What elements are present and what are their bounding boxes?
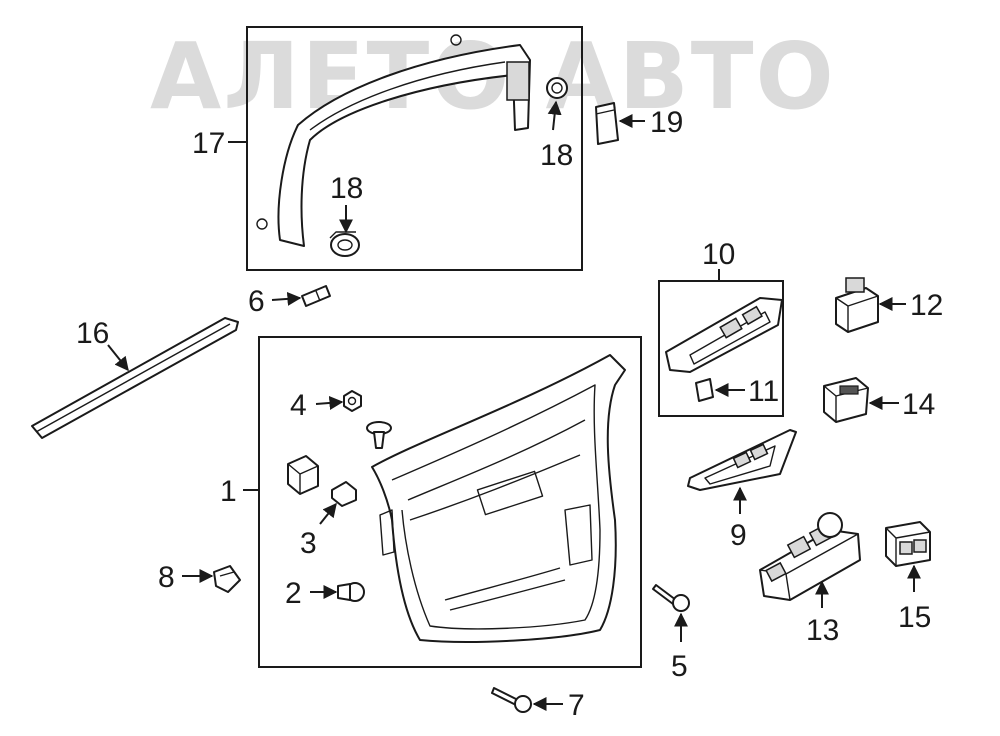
callout-18-top: 18	[540, 139, 573, 172]
callout-3: 3	[300, 527, 317, 560]
callout-18-bottom: 18	[330, 172, 363, 205]
callout-1: 1	[220, 475, 237, 508]
part-17-upper-trim	[256, 34, 531, 247]
callout-19: 19	[650, 106, 683, 139]
callout-7: 7	[568, 689, 585, 722]
callouts: 17 18 18 19 6 16 1 4 3 2 8 5 7 10 11 9 1…	[76, 106, 943, 722]
part-19-clip	[595, 102, 619, 145]
leader-lines	[107, 100, 921, 711]
callout-12: 12	[910, 289, 943, 322]
part-8-clip	[213, 565, 241, 593]
part-7-screw	[491, 687, 532, 713]
part-16-weatherstrip	[31, 317, 239, 439]
frame-upper-trim	[246, 26, 583, 271]
callout-15: 15	[898, 601, 931, 634]
part-3-clip	[331, 481, 357, 507]
callout-17: 17	[192, 127, 225, 160]
part-10-switch-bezel	[665, 297, 783, 373]
part-12-switch	[835, 277, 879, 333]
part-1-door-trim-panel	[371, 354, 626, 643]
part-18-clip-b	[329, 231, 360, 257]
part-11-clip	[695, 378, 714, 402]
part-13-window-switch	[759, 512, 861, 601]
callout-6: 6	[248, 285, 265, 318]
part-2-fastener	[337, 582, 365, 602]
callout-10: 10	[702, 238, 735, 271]
part-14-switch	[823, 377, 869, 423]
part-6-clip	[301, 285, 331, 307]
callout-2: 2	[285, 577, 302, 610]
callout-11: 11	[748, 375, 779, 408]
callout-16: 16	[76, 317, 109, 350]
frame-door-panel	[258, 336, 642, 668]
part-5-screw	[652, 584, 690, 612]
callout-14: 14	[902, 388, 935, 421]
callout-4: 4	[290, 389, 307, 422]
part-9-switch-bezel	[687, 429, 797, 491]
callout-9: 9	[730, 519, 747, 552]
part-18-clip-a	[546, 77, 568, 99]
callout-5: 5	[671, 650, 688, 683]
foam-block	[287, 455, 319, 495]
part-4-nut	[343, 390, 362, 412]
callout-13: 13	[806, 614, 839, 647]
callout-8: 8	[158, 561, 175, 594]
push-pin	[366, 421, 392, 449]
frame-switch-bezel	[658, 280, 784, 417]
part-15-switch	[885, 521, 931, 567]
